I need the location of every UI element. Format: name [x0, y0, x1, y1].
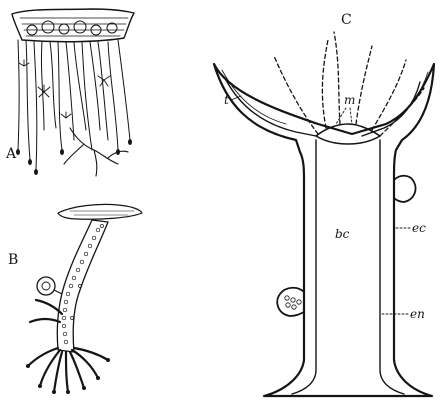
panel-b-tentacles	[28, 300, 108, 392]
label-en: en	[410, 307, 425, 321]
panel-a-label: A	[5, 146, 17, 162]
panel-b-bud	[37, 277, 55, 295]
panel-a-drawing	[12, 9, 134, 176]
panel-b-stalk-texture	[62, 225, 103, 344]
panel-a-bladders	[27, 21, 117, 35]
panel-c-bud-eggs	[285, 296, 301, 309]
panel-b-attachment-hatch	[70, 211, 134, 215]
panel-a-filaments	[18, 40, 130, 170]
label-t: t	[224, 93, 229, 107]
panel-c-bud-upper	[394, 176, 416, 202]
panel-c-label: C	[341, 12, 352, 28]
panel-b-bud-stalk	[54, 290, 62, 294]
panel-b-drawing	[26, 204, 142, 394]
panel-b-label: B	[8, 252, 18, 268]
leader-m	[336, 108, 352, 124]
panel-c-drawing	[214, 32, 434, 396]
label-bc: bc	[335, 227, 350, 241]
label-m: m	[344, 93, 355, 107]
panel-c-tentacles	[274, 32, 424, 136]
panel-c-bud-lower	[277, 288, 304, 316]
panel-a-filament-tips	[16, 139, 132, 175]
label-ec: ec	[412, 221, 426, 235]
panel-b-bud-core	[42, 282, 50, 290]
panel-c-body-cavity-right	[380, 140, 404, 394]
panel-c-inner-wall	[226, 80, 420, 136]
panel-b-attachment	[58, 204, 142, 219]
